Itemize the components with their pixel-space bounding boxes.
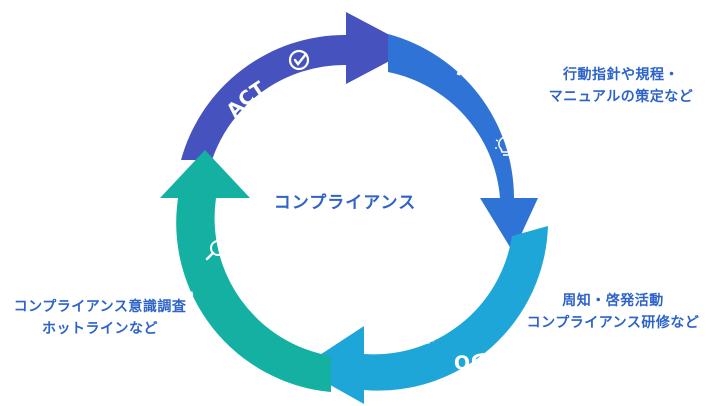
do-note-line-2: コンプライアンス研修など xyxy=(526,315,700,331)
do-note-line-1: 周知・啓発活動 xyxy=(562,293,664,309)
plan-arrow xyxy=(388,34,538,252)
plan-note-line-2: マニュアルの策定など xyxy=(548,89,694,105)
do-label: DO xyxy=(454,348,489,373)
do-note: 周知・啓発活動 コンプライアンス研修など xyxy=(518,290,708,334)
check-note-line-2: ホットラインなど xyxy=(42,321,158,337)
lightbulb-icon xyxy=(495,132,517,156)
magnifier-icon xyxy=(205,240,226,261)
check-note: コンプライアンス意識調査 ホットラインなど xyxy=(0,296,200,340)
gear-icon xyxy=(417,324,437,344)
do-arrow xyxy=(300,226,548,404)
check-arrow xyxy=(160,150,331,392)
plan-note-line-1: 行動指針や規程・ xyxy=(563,67,679,83)
check-note-line-1: コンプライアンス意識調査 xyxy=(13,299,187,315)
act-arrow xyxy=(181,12,414,160)
plan-note: 行動指針や規程・ マニュアルの策定など xyxy=(537,64,705,108)
center-label: コンプライアンス xyxy=(273,193,417,213)
check-circle-icon xyxy=(288,49,310,71)
